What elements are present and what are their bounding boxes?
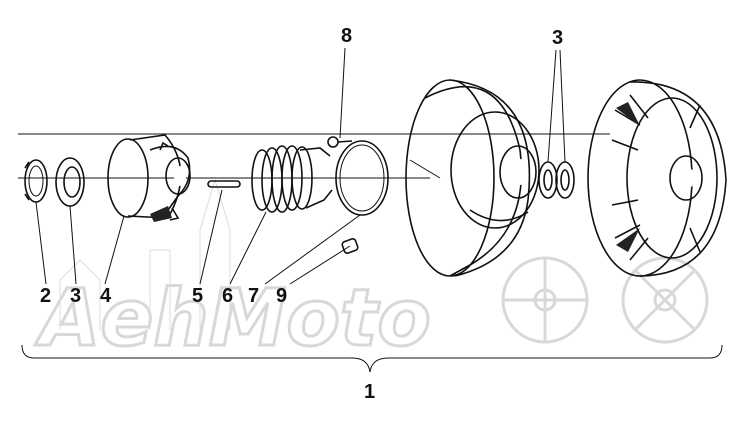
callout-8: 8 [341, 25, 352, 47]
watermark-wheel-icon [501, 256, 709, 344]
part-screw [327, 136, 353, 148]
callout-1: 1 [364, 381, 375, 403]
callout-4: 4 [100, 285, 112, 307]
callout-3-right: 3 [552, 27, 563, 49]
watermark-text: AehMoto [34, 274, 431, 364]
part-bushing [341, 238, 359, 254]
part-spring [251, 145, 333, 213]
part-fixed-sheave [405, 79, 540, 277]
callout-9: 9 [276, 285, 287, 307]
part-cam [107, 134, 191, 222]
callout-7: 7 [248, 285, 259, 307]
callout-5: 5 [192, 285, 203, 307]
part-bushings-pair [538, 161, 575, 199]
part-ring [335, 140, 389, 216]
callout-2: 2 [40, 285, 51, 307]
assembly-bracket [21, 344, 723, 373]
part-movable-sheave [587, 79, 727, 277]
part-snap-ring [24, 159, 48, 203]
part-washer [55, 157, 85, 207]
leader-lines [35, 47, 566, 285]
callout-labels: 2 3 4 5 6 7 9 8 3 1 [40, 25, 563, 403]
callout-3-left: 3 [70, 285, 81, 307]
part-pin [207, 180, 241, 188]
callout-6: 6 [222, 285, 233, 307]
watermark: AehMoto [33, 178, 709, 366]
